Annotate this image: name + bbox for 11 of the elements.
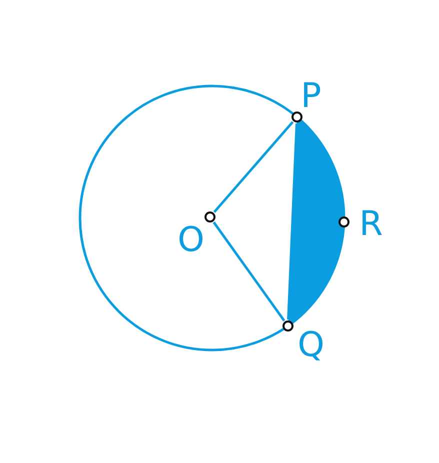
- line-segment: [213, 121, 294, 213]
- line-segment: [212, 222, 286, 322]
- line-segment: [287, 123, 298, 320]
- point-marker: [338, 216, 350, 228]
- point-marker: [292, 112, 302, 122]
- point-label: Q: [298, 328, 324, 362]
- point-marker: [282, 320, 294, 332]
- point-label: P: [300, 79, 322, 113]
- point-marker: [204, 212, 216, 222]
- point-label: O: [178, 223, 204, 257]
- point-label: R: [359, 207, 383, 241]
